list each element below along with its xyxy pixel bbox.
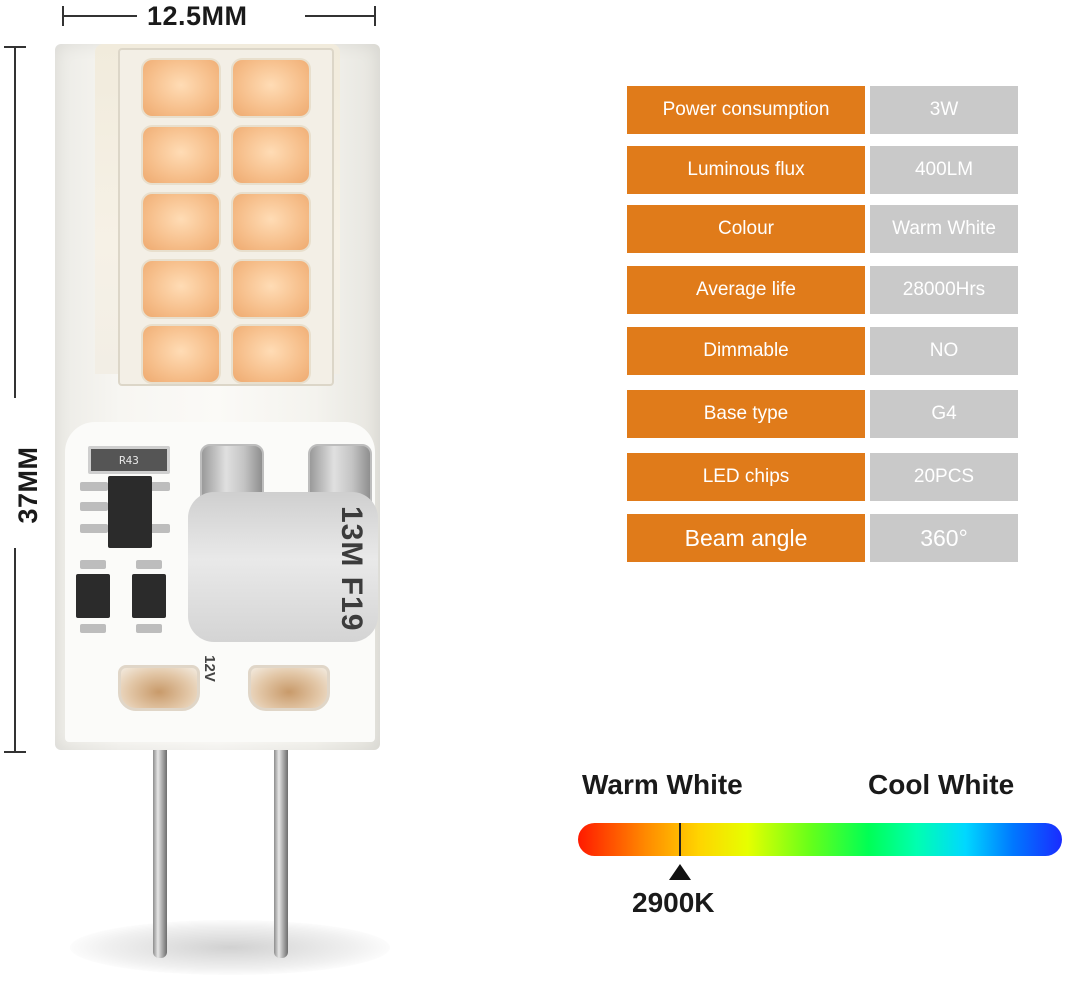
spec-label: Average life bbox=[627, 266, 865, 314]
height-dimension-bottom-line bbox=[14, 548, 16, 752]
spec-label: Dimmable bbox=[627, 327, 865, 375]
led-chip bbox=[143, 194, 219, 250]
led-chip bbox=[233, 194, 309, 250]
spec-label: Base type bbox=[627, 390, 865, 438]
spec-value: NO bbox=[870, 327, 1018, 375]
diode bbox=[132, 574, 166, 618]
height-dimension-bottom-cap bbox=[4, 751, 26, 753]
bulb-pin-right bbox=[274, 700, 288, 958]
driver-ic bbox=[108, 476, 152, 548]
spec-value: 3W bbox=[870, 86, 1018, 134]
pin-socket-left bbox=[118, 665, 200, 711]
temperature-pointer-icon bbox=[669, 864, 691, 880]
spec-label: Beam angle bbox=[627, 514, 865, 562]
diode-leg bbox=[136, 560, 162, 569]
diode-leg bbox=[80, 560, 106, 569]
bulb-pin-left bbox=[153, 700, 167, 958]
spec-value: 400LM bbox=[870, 146, 1018, 194]
voltage-marking: 12V bbox=[200, 655, 218, 682]
led-board bbox=[118, 48, 334, 386]
resistor: R43 bbox=[88, 446, 170, 474]
capacitor: 13M F19 bbox=[188, 492, 378, 642]
diode-leg bbox=[136, 624, 162, 633]
spec-value: Warm White bbox=[870, 205, 1018, 253]
height-dimension-top-line bbox=[14, 46, 16, 398]
led-chip bbox=[143, 127, 219, 183]
led-chip bbox=[143, 60, 219, 116]
ic-leg bbox=[142, 482, 170, 491]
cool-white-label: Cool White bbox=[868, 769, 1015, 800]
spec-value: 20PCS bbox=[870, 453, 1018, 501]
spec-label: Power consumption bbox=[627, 86, 865, 134]
width-dimension-left-line bbox=[62, 15, 137, 17]
led-chip bbox=[143, 326, 219, 382]
led-chip bbox=[233, 60, 309, 116]
capacitor-print: 13M F19 bbox=[335, 506, 368, 632]
pin-socket-right bbox=[248, 665, 330, 711]
bulb-shadow bbox=[70, 920, 390, 975]
warm-white-label: Warm White bbox=[582, 769, 743, 800]
diode bbox=[76, 574, 110, 618]
height-dimension-label: 37MM bbox=[13, 446, 43, 524]
led-chip bbox=[233, 326, 309, 382]
spec-label: Colour bbox=[627, 205, 865, 253]
spec-label: Luminous flux bbox=[627, 146, 865, 194]
spec-value: G4 bbox=[870, 390, 1018, 438]
spec-label: LED chips bbox=[627, 453, 865, 501]
width-dimension-right-cap bbox=[374, 6, 376, 26]
ic-leg bbox=[80, 502, 108, 511]
ic-leg bbox=[142, 524, 170, 533]
width-dimension-label: 12.5MM bbox=[147, 1, 248, 31]
led-chip bbox=[233, 127, 309, 183]
temperature-value: 2900K bbox=[632, 887, 715, 918]
led-chip bbox=[233, 261, 309, 317]
led-chip bbox=[143, 261, 219, 317]
spec-value: 28000Hrs bbox=[870, 266, 1018, 314]
width-dimension-right-line bbox=[305, 15, 375, 17]
diode-leg bbox=[80, 624, 106, 633]
color-gradient-bar bbox=[578, 823, 1062, 856]
ic-leg bbox=[80, 524, 108, 533]
temperature-marker-line bbox=[679, 823, 681, 856]
ic-leg bbox=[80, 482, 108, 491]
spec-value: 360° bbox=[870, 514, 1018, 562]
